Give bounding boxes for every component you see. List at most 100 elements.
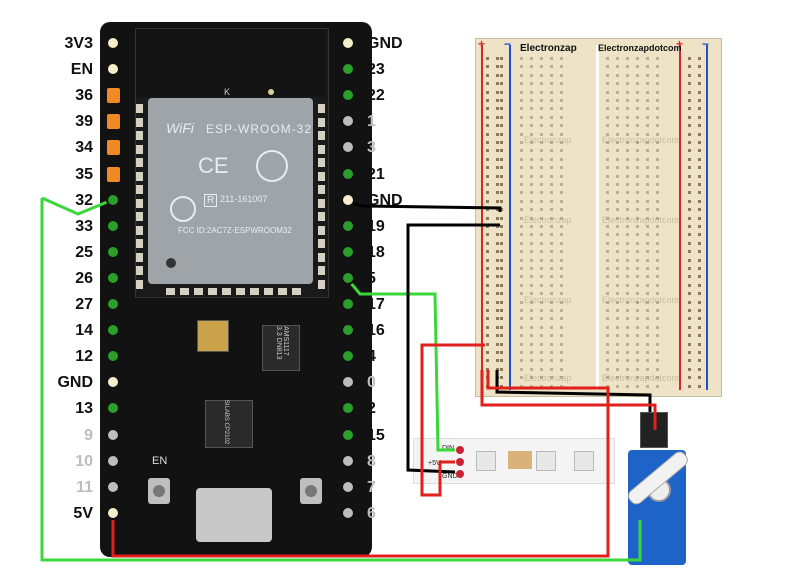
right-pin-11	[341, 323, 355, 338]
breadboard-hole	[606, 65, 609, 69]
r-mark: R	[204, 194, 218, 207]
breadboard-hole	[486, 157, 489, 161]
breadboard-hole	[646, 300, 649, 304]
breadboard-hole	[688, 141, 691, 144]
breadboard-hole	[530, 384, 533, 388]
module-pad	[318, 171, 325, 181]
right-pin-2	[341, 88, 355, 103]
breadboard-hole	[540, 183, 543, 186]
breadboard-hole	[500, 115, 503, 119]
breadboard-hole	[646, 258, 649, 262]
breadboard-hole	[616, 124, 619, 128]
breadboard-hole	[636, 258, 639, 262]
breadboard-hole	[688, 267, 691, 270]
breadboard-hole	[606, 225, 609, 228]
breadboard-hole	[540, 166, 543, 170]
left-pin-13	[106, 375, 120, 390]
led-strip: DIN +5V GND	[413, 438, 615, 484]
bluetooth-icon	[256, 150, 288, 182]
breadboard-hole	[656, 141, 659, 144]
breadboard-hole	[616, 342, 619, 346]
breadboard-hole	[698, 309, 701, 312]
breadboard-hole	[626, 334, 629, 338]
breadboard-hole	[616, 174, 619, 178]
breadboard-hole	[540, 367, 543, 371]
breadboard-hole	[500, 199, 503, 203]
breadboard-hole	[688, 275, 691, 279]
breadboard-hole	[530, 334, 533, 338]
breadboard-hole	[496, 149, 499, 153]
left-pin-2	[107, 88, 120, 104]
breadboard-hole	[626, 57, 629, 60]
breadboard-hole	[646, 325, 649, 329]
right-pin-label-11: 16	[367, 322, 385, 340]
breadboard-hole	[530, 199, 533, 203]
breadboard-hole	[520, 82, 523, 86]
breadboard-hole	[530, 241, 533, 245]
breadboard-hole	[540, 115, 543, 119]
left-pin-label-1: EN	[70, 61, 93, 79]
breadboard-hole	[688, 124, 691, 128]
breadboard-hole	[688, 241, 691, 245]
breadboard-hole	[688, 149, 691, 153]
breadboard-hole	[646, 317, 649, 321]
left-pin-label-0: 3V3	[64, 35, 93, 52]
breadboard-hole	[520, 208, 523, 212]
breadboard-hole	[500, 376, 503, 380]
breadboard-hole	[698, 292, 701, 296]
breadboard-hole	[496, 317, 499, 321]
breadboard-hole	[636, 132, 639, 136]
breadboard-hole	[500, 107, 503, 111]
breadboard-hole	[500, 317, 503, 321]
breadboard-hole	[486, 141, 489, 144]
right-pin-3	[341, 114, 355, 129]
breadboard-hole	[550, 317, 553, 321]
breadboard-hole	[698, 132, 701, 136]
breadboard-hole	[636, 325, 639, 329]
breadboard-hole	[698, 174, 701, 178]
breadboard-hole	[636, 73, 639, 77]
breadboard-hole	[698, 359, 701, 363]
breadboard-hole	[486, 115, 489, 119]
breadboard-hole	[616, 149, 619, 153]
breadboard-hole	[606, 241, 609, 245]
breadboard-hole	[500, 342, 503, 346]
breadboard-hole	[560, 199, 563, 203]
strip-5v-pad	[456, 458, 464, 466]
breadboard-hole	[656, 292, 659, 296]
breadboard-hole	[626, 208, 629, 212]
breadboard-hole	[636, 208, 639, 212]
breadboard-hole	[698, 199, 701, 203]
breadboard-hole	[550, 258, 553, 262]
breadboard-hole	[530, 191, 533, 195]
module-pad	[136, 212, 143, 221]
breadboard-hole	[550, 124, 553, 128]
breadboard-hole	[698, 376, 701, 380]
breadboard-hole	[636, 384, 639, 388]
usb-port[interactable]	[196, 488, 272, 542]
breadboard-hole	[520, 115, 523, 119]
breadboard-hole	[626, 174, 629, 178]
breadboard-hole	[530, 309, 533, 312]
boot-button-cap	[305, 485, 317, 497]
right-pin-label-7: 19	[367, 217, 385, 235]
breadboard-hole	[500, 132, 503, 136]
breadboard-hole	[500, 225, 503, 228]
breadboard-hole	[646, 166, 649, 170]
breadboard-hole	[698, 367, 701, 371]
breadboard-hole	[656, 283, 659, 287]
breadboard-hole	[688, 65, 691, 69]
breadboard-hole	[560, 166, 563, 170]
breadboard-hole	[626, 73, 629, 77]
breadboard-hole	[540, 65, 543, 69]
breadboard-hole	[560, 191, 563, 195]
breadboard-hole	[560, 216, 563, 220]
breadboard-hole	[550, 115, 553, 119]
breadboard-hole	[626, 258, 629, 262]
breadboard-hole	[540, 283, 543, 287]
breadboard-hole	[606, 208, 609, 212]
breadboard-hole	[496, 325, 499, 329]
right-pin-label-13: 0	[367, 374, 376, 392]
breadboard-hole	[500, 258, 503, 262]
breadboard-hole	[500, 90, 503, 94]
